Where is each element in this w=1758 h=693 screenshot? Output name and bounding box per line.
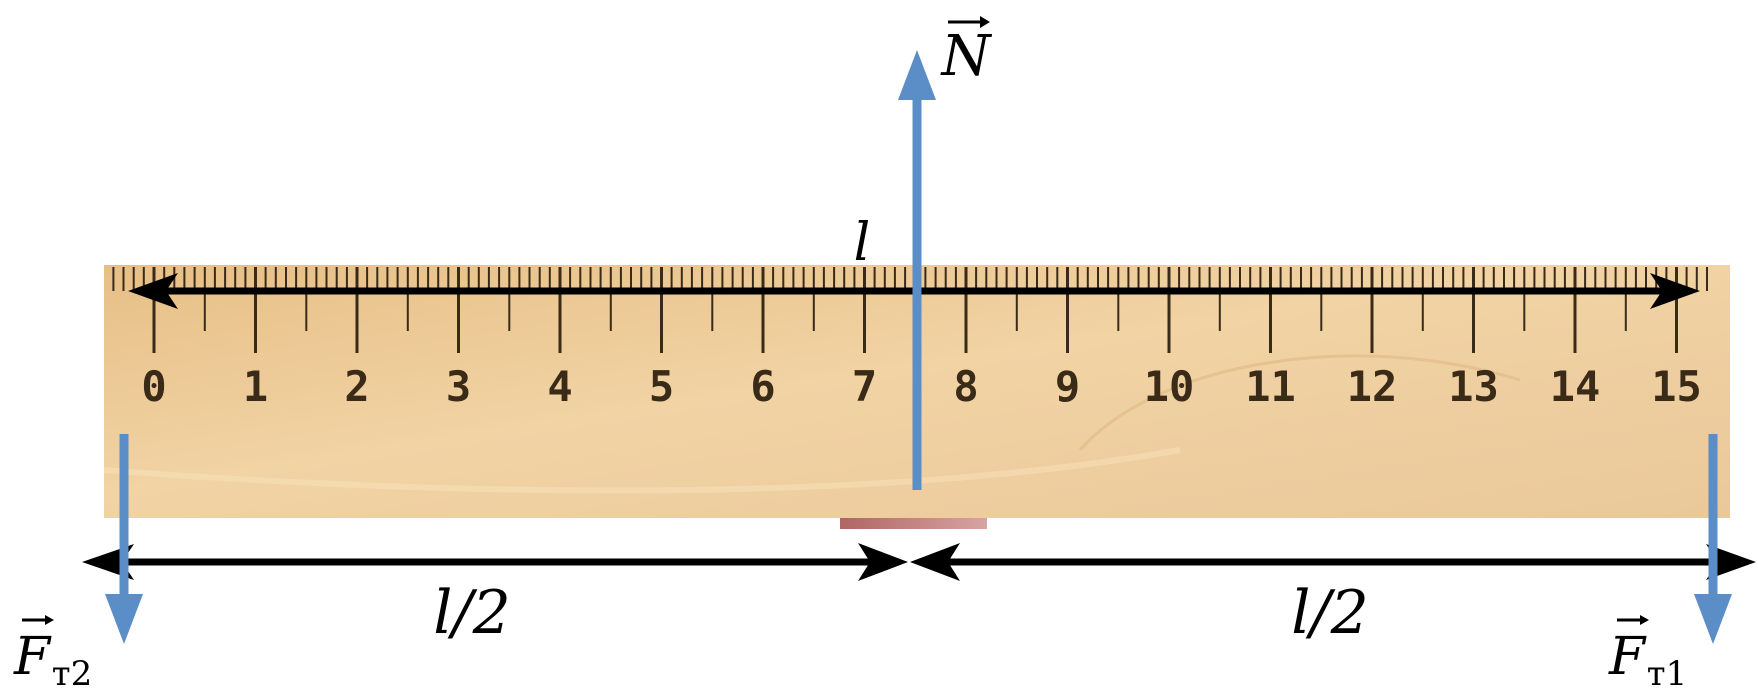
right-half-dimension-arrow [910, 543, 1756, 581]
vector-arrow-icon [948, 16, 990, 28]
ruler-tick-label: 8 [953, 362, 978, 411]
normal-force-label: N [940, 16, 993, 89]
ruler-tick-label: 14 [1550, 362, 1601, 411]
ruler-tick-label: 4 [547, 362, 572, 411]
gravity-force-letter: F [13, 627, 52, 687]
gravity-force-letter: F [1608, 627, 1647, 687]
ruler-tick-label: 9 [1055, 362, 1080, 411]
ruler-tick-label: 5 [649, 362, 674, 411]
length-label: l [854, 213, 871, 273]
vector-arrow-icon [1617, 615, 1649, 625]
arrow-head-left [128, 273, 178, 309]
arrow-head-left [910, 543, 960, 581]
ruler-tick-label: 2 [344, 362, 369, 411]
arrow-head-right [1650, 273, 1700, 309]
vector-arrow-icon [22, 615, 54, 625]
normal-force-letter: N [940, 24, 993, 89]
arrow-head-right [1706, 544, 1756, 580]
arrow-head-right [858, 543, 908, 581]
arrow-head-down [105, 594, 143, 644]
gravity-force-arrow-right [1694, 434, 1732, 644]
wood-grain [103, 447, 1181, 494]
ruler-tick-label: 3 [446, 362, 471, 411]
half-length-label-right: l/2 [1291, 578, 1369, 648]
ruler-tick-label: 12 [1347, 362, 1398, 411]
gravity-force-label-left: F т2 [13, 615, 92, 693]
gravity-force-subscript: т1 [1647, 654, 1687, 693]
ruler-tick-label: 6 [750, 362, 775, 411]
ruler-tick-label: 0 [141, 362, 166, 411]
left-half-dimension-arrow [82, 543, 908, 581]
ruler-tick-label: 15 [1651, 362, 1702, 411]
ruler-tick-label: 7 [852, 362, 877, 411]
arrow-head-down [1694, 594, 1732, 644]
arrow-head-up [898, 50, 936, 100]
length-dimension-arrow [128, 273, 1700, 309]
ruler-tick-label: 13 [1448, 362, 1499, 411]
half-length-label-left: l/2 [433, 578, 511, 648]
ruler-tick-label: 1 [243, 362, 268, 411]
ruler-ticks [112, 267, 1708, 353]
ruler-tick-label: 11 [1245, 362, 1296, 411]
gravity-force-label-right: F т1 [1608, 615, 1687, 693]
ruler-tick-label: 10 [1144, 362, 1195, 411]
support-block [840, 518, 987, 529]
gravity-force-subscript: т2 [52, 654, 92, 693]
normal-force-arrow [898, 50, 936, 490]
gravity-force-arrow-left [105, 434, 143, 644]
wood-grain [1078, 354, 1521, 451]
